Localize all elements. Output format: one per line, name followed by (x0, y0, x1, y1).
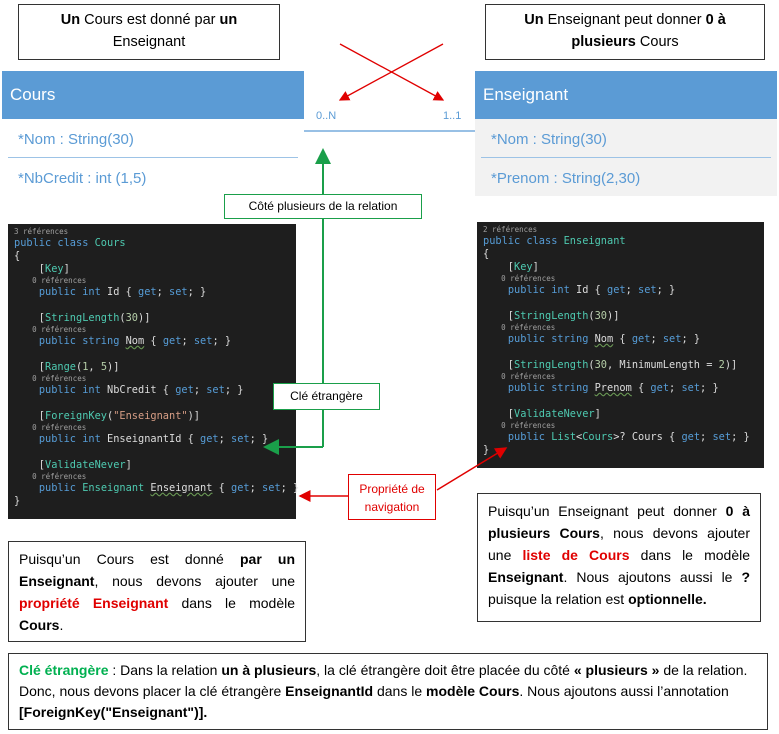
note-bold: modèle Cours (426, 683, 520, 699)
top-left-note: Un Cours est donné par un Enseignant (18, 4, 280, 60)
note-bold: 0 à plusieurs (571, 12, 726, 50)
note-bottom: Clé étrangère : Dans la relation un à pl… (8, 653, 768, 730)
note-text: Enseignant peut donner (543, 12, 706, 28)
callout-text: Propriété de navigation (359, 482, 425, 514)
note-bold: optionnelle. (628, 591, 707, 607)
note-text: : Dans la relation (108, 662, 222, 678)
note-highlight: propriété Enseignant (19, 595, 169, 611)
code-keyword: public class (483, 235, 558, 247)
red-cross-arrow (338, 43, 444, 101)
note-text: . Nous ajoutons aussi l’annotation (519, 683, 729, 699)
note-bold: Cours (19, 617, 60, 633)
entity-attribute: *Prenom : String(2,30) (491, 170, 641, 187)
note-left: Puisqu’un Cours est donné par un Enseign… (8, 541, 306, 642)
code-cours: 3 références public class Cours { [Key] … (8, 224, 299, 519)
note-highlight: liste de Cours (522, 547, 630, 563)
code-refs: 0 références (32, 325, 87, 334)
note-bold: ? (741, 569, 750, 585)
note-bold: Un (524, 12, 544, 28)
code-keyword: public class (14, 237, 89, 249)
callout-propriete-navigation: Propriété de navigation (348, 474, 436, 520)
entity-attribute: *NbCredit : int (1,5) (18, 170, 147, 187)
entity-enseignant: Enseignant *Nom : String(30) *Prenom : S… (475, 71, 777, 196)
code-refs: 0 références (501, 372, 556, 381)
code-refs: 0 références (32, 472, 87, 481)
code-class-name: Enseignant (563, 235, 626, 247)
note-highlight: Clé étrangère (19, 662, 109, 678)
note-text: , la clé étrangère doit être placée du c… (316, 662, 574, 678)
code-refs: 2 références (483, 225, 538, 234)
note-bold: 0 à plusieurs Cours (488, 503, 750, 541)
code-class-name: Cours (94, 237, 126, 249)
code-brace: { (14, 250, 21, 262)
multiplicity-right: 1..1 (443, 110, 462, 122)
note-text: Enseignant (112, 34, 186, 50)
note-bold: EnseignantId (285, 683, 374, 699)
note-text: , nous devons ajouter une (94, 573, 295, 589)
note-text: dans le modèle (629, 547, 750, 563)
note-text: Cours est donné par (80, 12, 220, 28)
note-right: Puisqu’un Enseignant peut donner 0 à plu… (477, 493, 761, 622)
red-arrow-right (436, 447, 508, 491)
note-text: , nous devons ajouter une (488, 525, 750, 563)
entity-cours: Cours *Nom : String(30) *NbCredit : int … (2, 71, 304, 196)
code-refs: 0 références (32, 423, 87, 432)
note-bold: par un Enseignant (19, 551, 296, 589)
note-bold: Enseignant (488, 569, 564, 585)
entity-title: Cours (2, 71, 304, 119)
callout-cle-etrangere: Clé étrangère (273, 383, 380, 410)
callout-cote-plusieurs: Côté plusieurs de la relation (224, 194, 422, 219)
code-brace: } (483, 444, 490, 456)
note-text: Puisqu’un Enseignant peut donner (488, 503, 726, 519)
code-enseignant: 2 références public class Enseignant { [… (477, 222, 764, 468)
note-text: Puisqu’un Cours est donné (19, 551, 240, 567)
note-text: Cours (635, 34, 679, 50)
code-refs: 0 références (32, 276, 87, 285)
code-refs: 0 références (32, 374, 87, 383)
note-text: . Nous ajoutons aussi le (563, 569, 742, 585)
multiplicity-left: 0..N (316, 110, 337, 122)
note-text: puisque la relation est (488, 591, 629, 607)
top-right-note: Un Enseignant peut donner 0 à plusieurs … (485, 4, 765, 60)
entity-attribute: *Nom : String(30) (18, 131, 134, 148)
entity-attribute: *Nom : String(30) (491, 131, 607, 148)
code-refs: 0 références (501, 323, 556, 332)
entity-title: Enseignant (475, 71, 777, 119)
note-bold: [ForeignKey("Enseignant")]. (19, 704, 208, 720)
note-text: . (59, 617, 64, 633)
note-text: dans le (373, 683, 427, 699)
note-bold: « plusieurs » (573, 662, 660, 678)
code-refs: 0 références (501, 274, 556, 283)
code-refs: 3 références (14, 227, 69, 236)
note-bold: un (219, 12, 238, 28)
code-brace: } (14, 495, 21, 507)
note-text: dans le modèle (168, 595, 295, 611)
note-bold: un à plusieurs (221, 662, 317, 678)
note-bold: Un (60, 12, 81, 28)
divider (481, 157, 771, 158)
note-text: de la relation. Donc, nous devons placer… (19, 662, 748, 699)
divider (8, 157, 298, 158)
code-refs: 0 références (501, 421, 556, 430)
code-brace: { (483, 248, 490, 260)
